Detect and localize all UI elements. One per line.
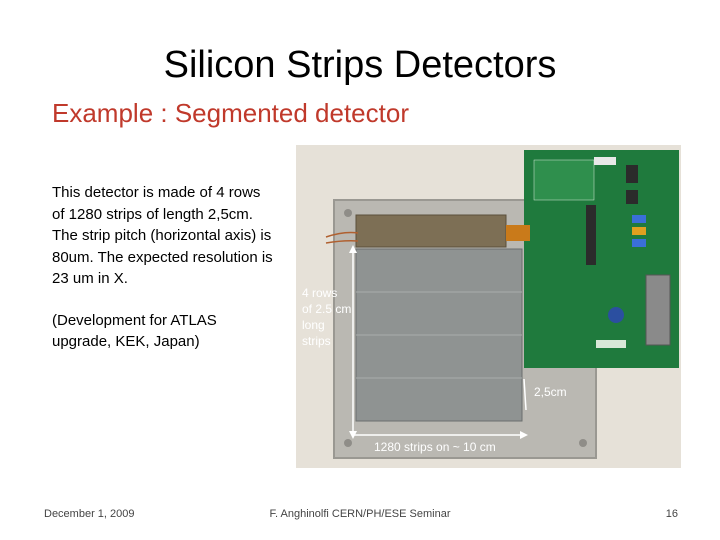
footer-presenter: F. Anghinolfi CERN/PH/ESE Seminar bbox=[269, 508, 451, 520]
footer-page-number: 16 bbox=[665, 508, 678, 520]
slide-subtitle: Example : Segmented detector bbox=[52, 98, 409, 128]
annotation-rows-1: 4 rows bbox=[302, 286, 337, 300]
annotation-strips: 1280 strips on ~ 10 cm bbox=[374, 440, 496, 454]
description-paragraph-2: (Development for ATLAS upgrade, KEK, Jap… bbox=[52, 311, 217, 351]
detector-photo-drawing: 4 rows of 2.5 cm long strips 2,5cm 1280 … bbox=[296, 145, 681, 468]
annotation-length: 2,5cm bbox=[534, 385, 567, 399]
footer-date: December 1, 2009 bbox=[44, 508, 135, 520]
slide-title: Silicon Strips Detectors bbox=[163, 44, 557, 86]
description: This detector is made of 4 rows of 1280 … bbox=[52, 182, 274, 353]
annotation-rows-4: strips bbox=[302, 334, 331, 348]
detector-photo: 4 rows of 2.5 cm long strips 2,5cm 1280 … bbox=[296, 145, 681, 468]
description-paragraph-1: This detector is made of 4 rows of 1280 … bbox=[52, 184, 273, 287]
annotation-rows-2: of 2.5 cm bbox=[302, 302, 351, 316]
annotation-rows-3: long bbox=[302, 318, 325, 332]
